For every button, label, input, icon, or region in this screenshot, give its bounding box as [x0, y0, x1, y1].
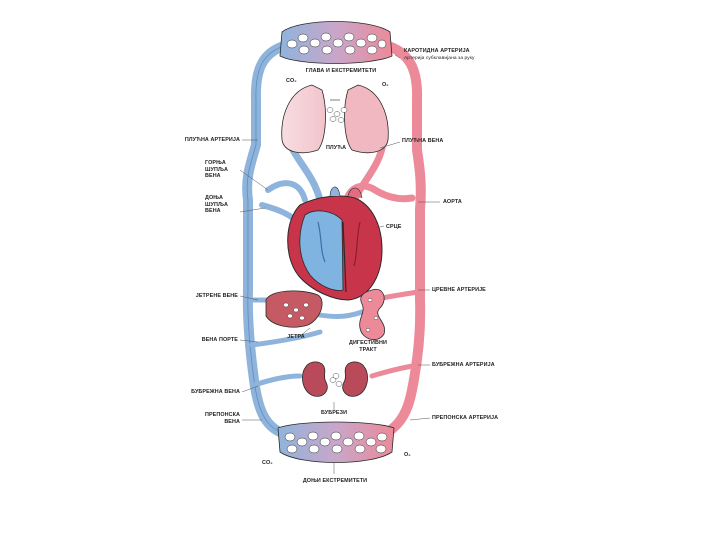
label-iliac-vein: ПРЕПОНСКА ВЕНА [204, 412, 240, 425]
label-lungs: ПЛУЋА [325, 145, 347, 151]
label-co2-top: CO₂ [286, 78, 297, 84]
label-portal-vein: ВЕНА ПОРТЕ [201, 337, 238, 343]
label-renal-artery: БУБРЕЖНА АРТЕРИЈА [432, 362, 495, 368]
label-superior-vena-cava: ГОРЊА ШУПЉА ВЕНА [205, 160, 228, 180]
label-head-upper: ГЛАВА И ЕКСТРЕМИТЕТИ [305, 68, 377, 74]
label-carotid-sub: Артерија субклавијана за руку [404, 56, 475, 61]
label-inferior-vena-cava: ДОЊА ШУПЉА ВЕНА [205, 195, 228, 215]
kidneys-organ [302, 361, 368, 397]
label-kidneys: БУБРЕЗИ [320, 410, 348, 416]
label-pulmonary-artery: ПЛУЋНА АРТЕРИЈА [184, 137, 240, 143]
label-heart: СРЦЕ [386, 224, 402, 230]
label-iliac-artery: ПРЕПОНСКА АРТЕРИЈА [432, 415, 499, 421]
label-liver: ЈЕТРА [287, 334, 305, 340]
leader-lines [239, 54, 440, 474]
liver-organ [265, 290, 323, 328]
heart-organ [287, 186, 383, 301]
label-hepatic-veins: ЈЕТРЕНЕ ВЕНЕ [195, 293, 238, 299]
label-o2-top: O₂ [382, 82, 389, 88]
upper-capillary-network [279, 21, 393, 64]
label-lower-limbs: ДОЊИ ЕКСТРЕМИТЕТИ [302, 478, 368, 484]
label-o2-bottom: O₂ [404, 452, 411, 458]
label-aorta: АОРТА [443, 199, 462, 205]
lower-capillary-network [277, 421, 395, 463]
digestive-tract-organ [359, 288, 386, 341]
label-intestinal-arteries: ЦРЕВНЕ АРТЕРИЈЕ [432, 287, 486, 293]
lungs-organ [281, 84, 389, 154]
label-co2-bottom: CO₂ [262, 460, 273, 466]
renal-vein-vessel [251, 373, 303, 388]
label-digestive-tract: ДИГЕСТИВНИ ТРАКТ [349, 340, 387, 353]
systemic-artery-right [380, 40, 426, 437]
label-carotid-artery: КАРОТИДНА АРТЕРИЈА [404, 48, 470, 54]
label-pulmonary-vein: ПЛУЋНА ВЕНА [402, 138, 444, 144]
label-renal-vein: БУБРЕЖНА ВЕНА [191, 389, 240, 395]
